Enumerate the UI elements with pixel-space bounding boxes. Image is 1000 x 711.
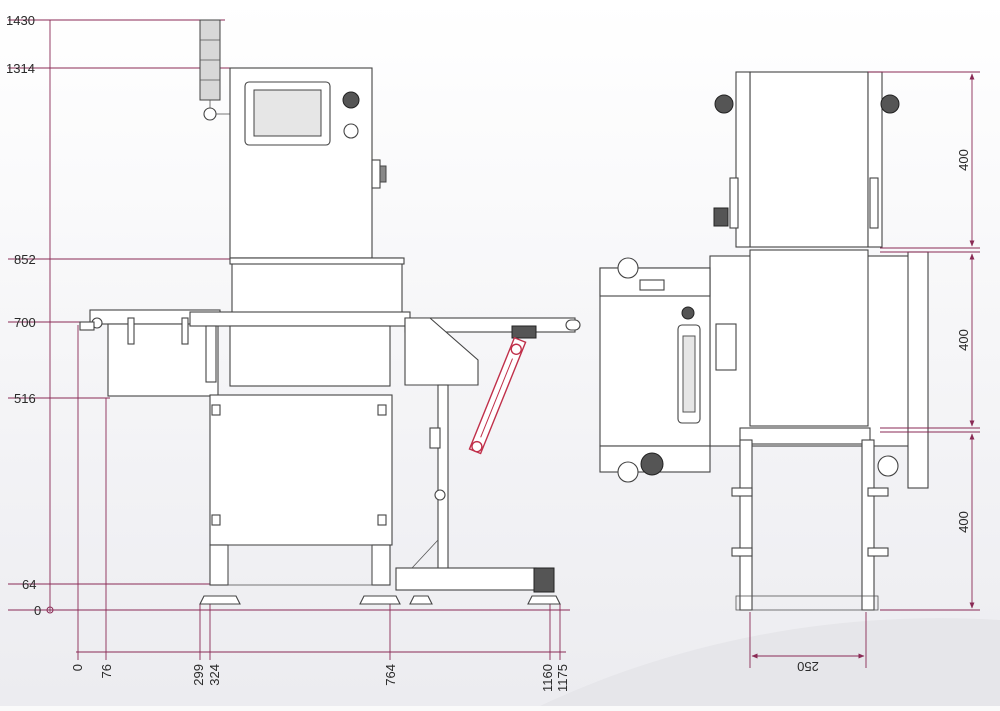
width-label-1160: 1160: [540, 664, 555, 692]
width-label-324: 324: [207, 664, 222, 686]
width-label-299: 299: [191, 664, 206, 686]
front-width-dimensions: 0 76 299 324 764 1160 1175: [70, 325, 570, 692]
weighing-conveyor-belt: [189, 311, 411, 327]
height-label-1430: 1430: [6, 13, 35, 28]
front-height-dimensions: 1430 1314 852 700 516 64 0: [6, 13, 570, 618]
background-swoosh: [540, 618, 1000, 706]
main-frame: [209, 394, 393, 546]
side-width-label: 250: [797, 659, 819, 674]
height-label-1314: 1314: [6, 61, 35, 76]
foot-left: [199, 595, 241, 605]
side-height-dimensions: 400 400 400: [868, 71, 980, 611]
side-leg-right: [861, 439, 875, 611]
side-width-dimension: 250: [749, 612, 867, 674]
emergency-stop-knob: [342, 91, 360, 109]
side-view-machine: [599, 71, 929, 611]
height-label-852: 852: [14, 252, 36, 267]
power-switch: [343, 123, 359, 139]
side-knob-left: [714, 94, 734, 114]
side-height-label-top: 400: [956, 149, 971, 171]
origin-marker: [46, 606, 54, 614]
foot-right: [359, 595, 401, 605]
side-height-label-mid: 400: [956, 329, 971, 351]
width-label-0: 0: [70, 664, 85, 671]
cabinet-handle: [371, 159, 381, 189]
weighing-platform: [229, 325, 391, 387]
height-label-700: 700: [14, 315, 36, 330]
tower-mount-knob: [203, 107, 217, 121]
outfeed-post: [437, 384, 449, 571]
reject-bin-knob: [640, 452, 664, 476]
weighing-hood: [231, 257, 403, 319]
infeed-side-guard: [107, 323, 219, 397]
side-panel-right: [907, 251, 929, 489]
side-knob-right: [880, 94, 900, 114]
outfeed-base-foot: [533, 567, 555, 593]
height-label-64: 64: [22, 577, 36, 592]
outfeed-base: [395, 567, 537, 591]
side-cabinet: [749, 71, 869, 248]
width-label-76: 76: [99, 664, 114, 678]
front-leg-left: [209, 544, 229, 586]
cylinder-mount: [511, 325, 537, 339]
reject-cylinder: [468, 336, 527, 455]
side-frame-crossbar: [739, 427, 871, 445]
width-label-1175: 1175: [555, 664, 570, 692]
front-leg-right: [371, 544, 391, 586]
touch-screen: [253, 89, 322, 137]
side-leg-left: [739, 439, 753, 611]
height-label-0: 0: [34, 603, 41, 618]
side-height-label-bottom: 400: [956, 511, 971, 533]
width-label-764: 764: [383, 664, 398, 686]
height-label-516: 516: [14, 391, 36, 406]
rejector-bracket: [404, 317, 479, 386]
front-view-machine: [79, 19, 581, 605]
